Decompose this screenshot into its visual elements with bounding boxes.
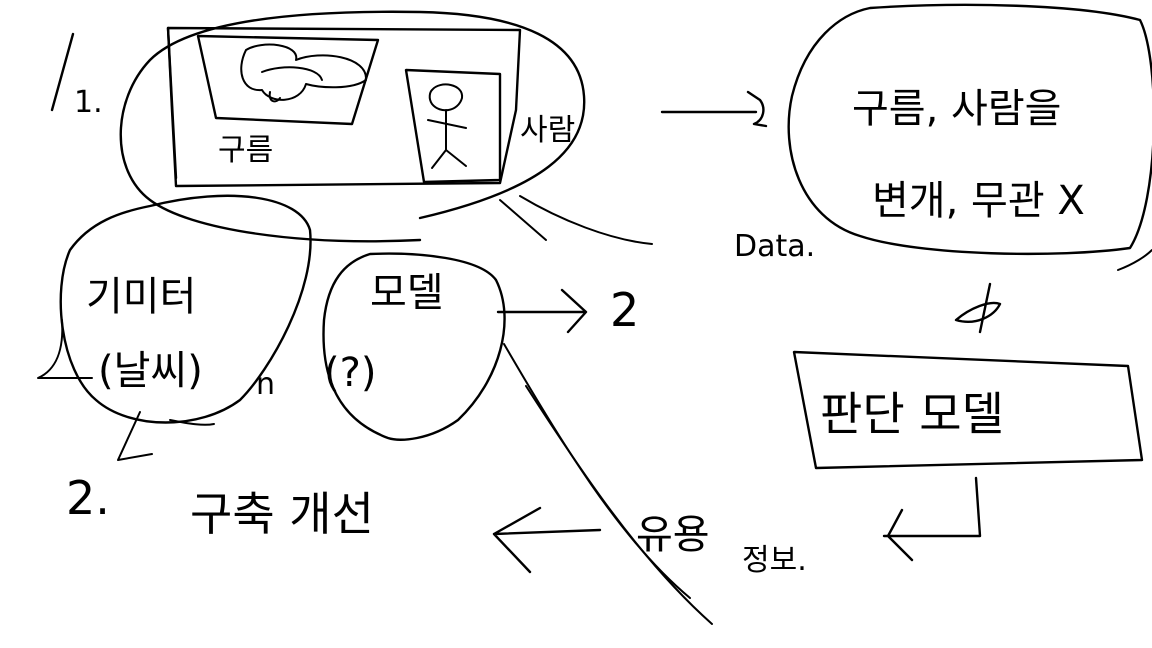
person-icon (427, 83, 467, 169)
weather-n-label: n (256, 367, 275, 402)
improve-label: 구축 개선 (190, 487, 374, 541)
cloud-icon (240, 43, 368, 103)
arrow-to-useful (882, 476, 982, 562)
arrow-to-condition (660, 90, 768, 128)
judge-model-label: 판단 모델 (820, 387, 1004, 441)
condition-text-line2: 변개, 무관 X (872, 178, 1085, 224)
judge-model-box (792, 350, 1144, 470)
cloud-label: 구름 (218, 133, 273, 168)
model-bubble (322, 252, 506, 441)
image-enclosure-loop (119, 10, 586, 243)
diagonal-stroke-b (525, 385, 713, 625)
arrow-to-improve (492, 506, 602, 574)
person-label: 사람 (520, 113, 575, 148)
model-label: 모델 (370, 270, 444, 316)
step-one-label: 1. (74, 85, 103, 120)
two-marker: 2 (610, 283, 639, 337)
step-one-stroke (50, 32, 75, 112)
pointer-to-data (499, 199, 547, 241)
arrow-down-to-judge (954, 282, 1002, 334)
useful-label: 유용 (636, 512, 710, 558)
weather-sub-label: (날씨) (98, 348, 203, 394)
weather-loop (59, 194, 312, 424)
condition-bubble (787, 3, 1152, 256)
cloud-region (196, 34, 380, 126)
weather-tail (117, 411, 153, 461)
image-frame-group: 구름 사람 (166, 26, 575, 188)
model-question-label: (?) (324, 350, 376, 396)
person-panel (404, 68, 502, 184)
step-two-label: 2. (66, 471, 110, 525)
data-label: Data. (734, 229, 815, 264)
useful-sub-label: 정보. (742, 543, 807, 578)
weather-label: 기미터 (86, 274, 196, 320)
arrow-model-to-two (496, 288, 588, 334)
weather-left-bracket (37, 319, 93, 379)
condition-text-line1: 구름, 사람을 (852, 86, 1061, 132)
diagonal-stroke-a (503, 343, 691, 599)
